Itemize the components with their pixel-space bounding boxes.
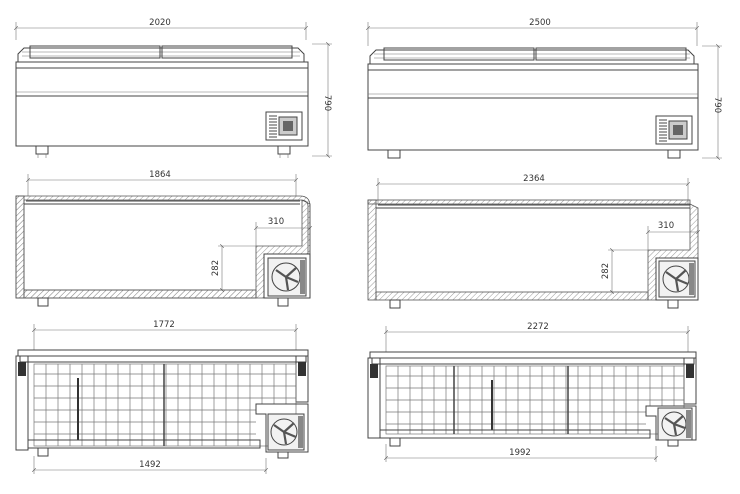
control-panel bbox=[265, 111, 303, 141]
control-panel bbox=[655, 115, 693, 145]
compressor-fan-icon bbox=[658, 260, 696, 298]
machine-height-label: 282 bbox=[601, 263, 611, 279]
height-dimension-label: 790 bbox=[322, 95, 332, 111]
bottom-length-label: 1492 bbox=[139, 460, 161, 470]
basket-view-small: 1772 1492 bbox=[15, 320, 309, 474]
inner-length-label: 1864 bbox=[149, 170, 171, 180]
compressor-fan-icon bbox=[267, 257, 307, 297]
machine-height-label: 282 bbox=[211, 260, 221, 276]
compressor-fan-icon bbox=[657, 407, 693, 441]
wire-basket-grid bbox=[385, 365, 685, 435]
compressor-fan-icon bbox=[267, 413, 305, 451]
width-dimension-label: 2500 bbox=[529, 18, 551, 28]
wire-basket-grid bbox=[33, 363, 297, 447]
bottom-length-label: 1992 bbox=[509, 448, 531, 458]
front-view-small: 2020 790 bbox=[16, 18, 332, 158]
top-length-label: 2272 bbox=[527, 322, 549, 332]
front-view-large: 2500 790 bbox=[368, 18, 722, 158]
inner-length-label: 2364 bbox=[523, 174, 545, 184]
top-length-label: 1772 bbox=[153, 320, 175, 330]
height-dimension-label: 790 bbox=[712, 97, 722, 113]
width-dimension-label: 2020 bbox=[149, 18, 171, 28]
section-view-large: 2364 310 282 bbox=[367, 174, 698, 309]
machine-width-label: 310 bbox=[658, 221, 674, 231]
machine-width-label: 310 bbox=[268, 217, 284, 227]
basket-view-large: 2272 1992 bbox=[367, 322, 697, 462]
section-view-small: 1864 310 282 bbox=[15, 170, 310, 307]
